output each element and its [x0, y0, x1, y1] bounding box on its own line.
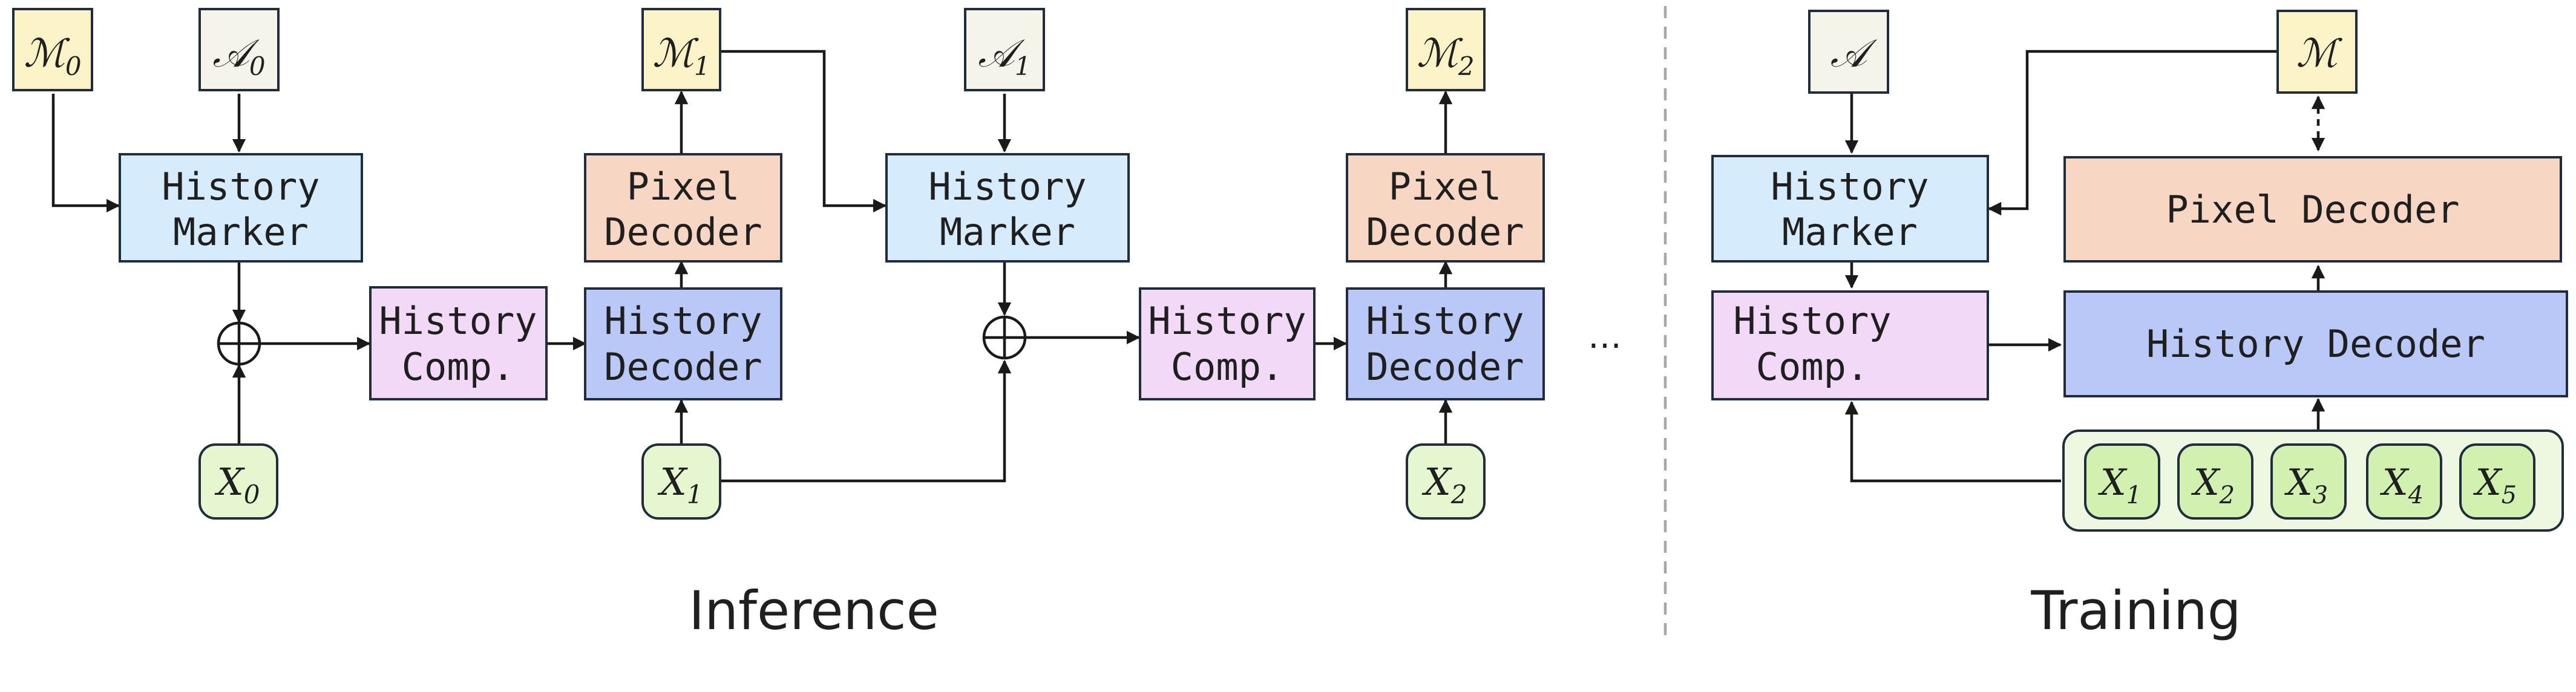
edge-m0-to-marker	[51, 94, 120, 213]
svg-text:X2: X2	[2191, 462, 2235, 509]
history-decoder-1: History Decoder	[1346, 287, 1545, 400]
frame-token-group: X1 X2 X3 X4 X5	[2062, 429, 2564, 532]
action-token-a0: 𝒜0	[198, 8, 280, 91]
svg-text:History: History	[162, 165, 320, 209]
frame-token-x2: X2	[1406, 443, 1486, 520]
svg-text:X0: X0	[215, 460, 260, 509]
svg-text:Pixel: Pixel	[627, 165, 740, 209]
svg-text:ℳ2: ℳ2	[1417, 31, 1474, 81]
svg-text:History: History	[1733, 299, 1891, 343]
svg-text:Decoder: Decoder	[604, 345, 762, 389]
history-marker-training: History Marker	[1711, 155, 1989, 263]
pixel-decoder-0: Pixel Decoder	[584, 153, 782, 263]
svg-text:History: History	[1148, 299, 1306, 343]
svg-text:Comp.: Comp.	[402, 345, 515, 389]
svg-text:Marker: Marker	[940, 210, 1075, 254]
svg-text:ℳ1: ℳ1	[652, 31, 710, 81]
svg-text:History Decoder: History Decoder	[2146, 322, 2485, 366]
frame-token-group-x3: X3	[2270, 443, 2347, 520]
svg-text:Pixel Decoder: Pixel Decoder	[2166, 188, 2459, 232]
history-marker-0: History Marker	[119, 153, 363, 263]
mask-token-m0: ℳ0	[12, 8, 93, 91]
history-marker-1: History Marker	[885, 153, 1130, 263]
frame-token-x1: X1	[641, 443, 721, 520]
edge-m1-to-marker1	[720, 50, 887, 213]
frame-token-group-x5: X5	[2459, 443, 2535, 520]
svg-text:X4: X4	[2380, 462, 2424, 509]
svg-text:History: History	[1771, 165, 1929, 209]
section-label-inference: Inference	[689, 579, 939, 642]
svg-text:History: History	[604, 299, 762, 343]
frame-token-group-x1: X1	[2084, 443, 2160, 520]
svg-text:Decoder: Decoder	[1366, 210, 1524, 254]
frame-token-x0: X0	[198, 443, 278, 520]
svg-text:Marker: Marker	[173, 210, 309, 254]
history-comp-0: History Comp.	[369, 286, 548, 400]
frame-token-group-x2: X2	[2177, 443, 2253, 520]
svg-text:History: History	[1366, 299, 1524, 343]
edge-frames-to-comp	[1844, 400, 2061, 483]
history-comp-training: History Comp.	[1711, 290, 1989, 400]
svg-text:X5: X5	[2473, 462, 2517, 509]
pixel-decoder-training: Pixel Decoder	[2063, 156, 2562, 263]
frame-token-group-x4: X4	[2366, 443, 2442, 520]
section-label-training: Training	[2030, 579, 2241, 642]
add-circle-1	[982, 315, 1027, 360]
svg-text:X3: X3	[2284, 462, 2328, 509]
edge-m-to-marker	[1987, 50, 2278, 216]
edges	[51, 50, 2325, 483]
svg-text:History: History	[928, 165, 1086, 209]
svg-text:Decoder: Decoder	[604, 210, 762, 254]
svg-text:Comp.: Comp.	[1756, 345, 1869, 389]
svg-text:Marker: Marker	[1782, 210, 1918, 254]
add-circle-0	[217, 321, 261, 366]
pixel-decoder-1: Pixel Decoder	[1346, 153, 1545, 263]
mask-token-m1: ℳ1	[641, 8, 721, 91]
svg-text:X1: X1	[2098, 462, 2142, 509]
edge-x1-to-add1	[720, 359, 1012, 483]
svg-text:ℳ: ℳ	[2296, 31, 2343, 76]
history-decoder-0: History Decoder	[584, 287, 782, 400]
mask-token-m: ℳ	[2276, 10, 2358, 94]
svg-text:History: History	[379, 299, 537, 343]
svg-text:Comp.: Comp.	[1171, 345, 1284, 389]
history-decoder-training: History Decoder	[2063, 290, 2568, 397]
svg-text:X1: X1	[658, 460, 703, 509]
action-token-a1: 𝒜1	[964, 8, 1045, 91]
svg-text:Decoder: Decoder	[1366, 345, 1524, 389]
svg-text:X2: X2	[1422, 460, 1467, 509]
svg-text:Pixel: Pixel	[1389, 165, 1502, 209]
ellipsis: …	[1588, 317, 1622, 356]
mask-token-m2: ℳ2	[1406, 8, 1486, 91]
action-token-a: 𝒜	[1808, 10, 1889, 94]
history-comp-1: History Comp.	[1139, 287, 1316, 400]
svg-text:ℳ0: ℳ0	[24, 31, 81, 81]
